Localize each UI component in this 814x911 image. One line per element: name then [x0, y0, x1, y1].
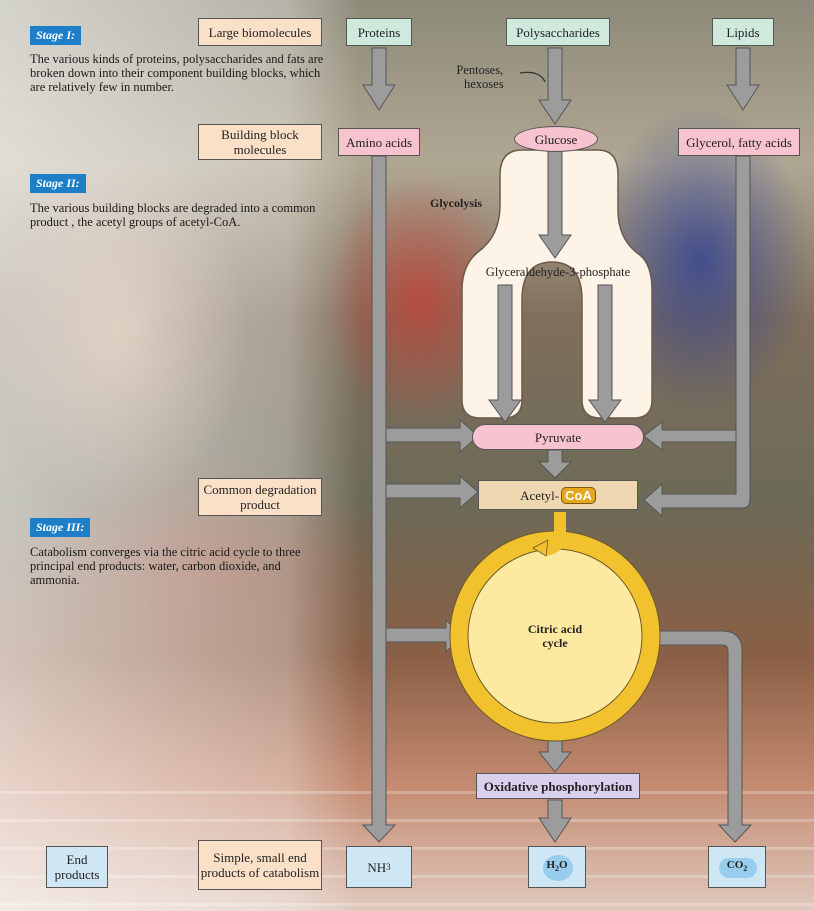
node-acetyl-coa: Acetyl- CoA	[478, 480, 638, 510]
h2o-h: H	[546, 858, 555, 871]
h2o-formula: H2O	[546, 858, 567, 876]
stage-2-text: The various building blocks are degraded…	[30, 201, 316, 229]
node-amino-acids: Amino acids	[338, 128, 420, 156]
node-h2o: H2O	[528, 846, 586, 888]
citric-acid-cycle-label: Citric acid cycle	[505, 622, 605, 650]
node-oxidative-phosphorylation: Oxidative phosphorylation	[476, 773, 640, 799]
h2o-o: O	[559, 858, 568, 871]
glycolysis-label: Glycolysis	[430, 196, 483, 210]
row-label-simple-products: Simple, small end products of catabolism	[198, 840, 322, 890]
node-polysaccharides: Polysaccharides	[506, 18, 610, 46]
pentoses-line: Pentoses,	[456, 63, 504, 77]
stage-1-label: Stage I:	[30, 26, 81, 45]
pentoses-hexoses-label: Pentoses, hexoses	[456, 63, 504, 91]
co2-subscript: 2	[743, 864, 748, 874]
citric-line-1: Citric acid	[527, 622, 583, 636]
citric-line-2: cycle	[542, 636, 568, 650]
h2o-subscript: 2	[555, 864, 559, 874]
acetyl-text: Acetyl-	[520, 487, 560, 503]
node-glycerol-fatty-acids: Glycerol, fatty acids	[678, 128, 800, 156]
row-label-end-products: End products	[46, 846, 108, 888]
node-lipids: Lipids	[712, 18, 774, 46]
stage-1-text: The various kinds of proteins, polysacch…	[30, 52, 324, 94]
coa-badge: CoA	[561, 486, 596, 504]
co2-molecule-icon	[719, 858, 757, 878]
nh3-subscript: 3	[386, 861, 391, 872]
row-label-building-blocks: Building block molecules	[198, 124, 322, 160]
co2-co: CO	[726, 858, 744, 871]
co2-formula: CO2	[727, 858, 748, 876]
hexoses-line: hexoses	[464, 77, 504, 91]
node-co2: CO2	[708, 846, 766, 888]
row-label-large-biomolecules: Large biomolecules	[198, 18, 322, 46]
node-proteins: Proteins	[346, 18, 412, 46]
stage-2-label: Stage II:	[30, 174, 86, 193]
stage-3-text: Catabolism converges via the citric acid…	[30, 545, 301, 587]
node-glucose: Glucose	[514, 126, 598, 152]
h2o-molecule-icon	[543, 855, 573, 881]
g3p-label: Glyceraldehyde-3-phosphate	[485, 265, 631, 279]
stage-3-label: Stage III:	[30, 518, 91, 537]
node-pyruvate: Pyruvate	[472, 424, 644, 450]
nh3-text: NH	[367, 859, 387, 875]
row-label-common-product: Common degradation product	[198, 478, 322, 516]
